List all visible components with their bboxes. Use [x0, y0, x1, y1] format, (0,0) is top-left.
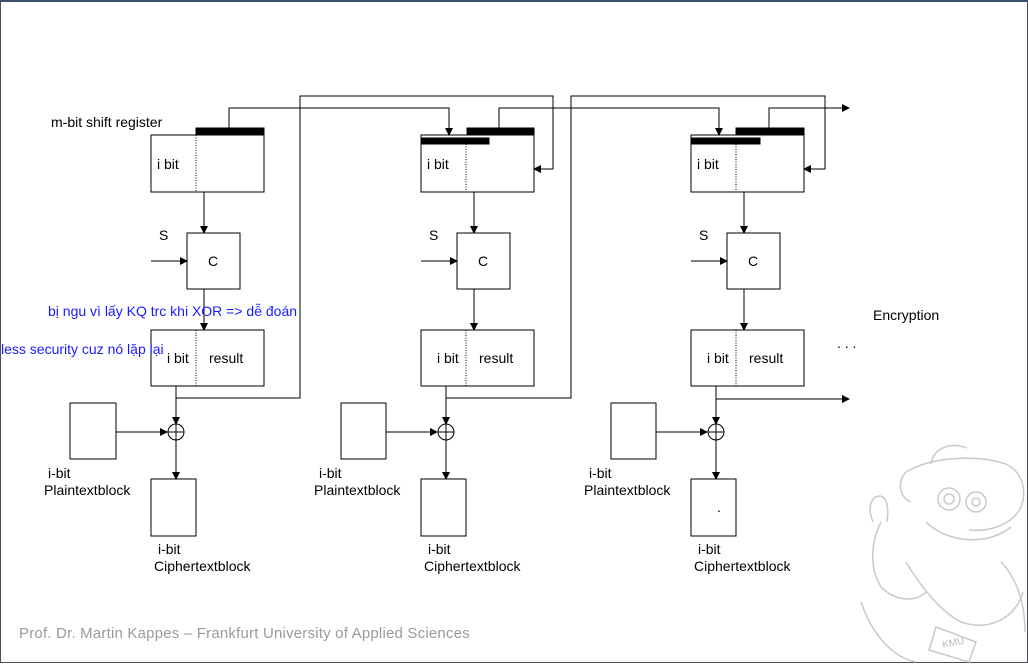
cipher-bottom: Ciphertextblock: [424, 558, 521, 574]
output-register-box: [690, 329, 805, 387]
output-i-bit: i bit: [437, 350, 459, 366]
stage-3: [610, 127, 805, 537]
shift-register-bar: [195, 127, 265, 136]
plaintext-box: [69, 402, 117, 460]
ciphertext-box: [150, 478, 197, 537]
output-i-bit: i bit: [167, 350, 189, 366]
result-label: result: [209, 350, 243, 366]
result-label: result: [749, 350, 783, 366]
mascot-sketch: [860, 444, 1026, 663]
plain-top: i-bit: [319, 465, 342, 481]
output-register-box: [420, 329, 535, 387]
cipher-function-box: [456, 232, 511, 290]
ciphertext-box: [690, 478, 737, 537]
ellipsis-label: . . .: [837, 335, 856, 351]
stage-2-labels: i bit S C i bit result i-bit Plaintextbl…: [314, 156, 521, 574]
stage-1: [69, 127, 265, 537]
s-label: S: [429, 227, 438, 243]
cipher-function-box: [726, 232, 781, 290]
encryption-label: Encryption: [873, 307, 939, 323]
s-label: S: [699, 227, 708, 243]
plain-top: i-bit: [589, 465, 612, 481]
plain-bottom: Plaintextblock: [584, 482, 671, 498]
result-label: result: [479, 350, 513, 366]
register-i-bit: i bit: [427, 156, 449, 172]
cipher-top: i-bit: [428, 541, 451, 557]
stage-2: [340, 127, 535, 537]
stage-3-labels: i bit S C i bit result i-bit Plaintextbl…: [584, 156, 791, 574]
cipher-bottom: Ciphertextblock: [154, 558, 251, 574]
mascot-label: KMU: [941, 636, 965, 651]
footer-text: Prof. Dr. Martin Kappes – Frankfurt Univ…: [19, 625, 470, 642]
feedback-lines: [176, 95, 850, 403]
s-label: S: [159, 227, 168, 243]
c-label: C: [748, 253, 758, 269]
stage-1-labels: m-bit shift register i bit S C i bit res…: [44, 114, 251, 574]
output-i-bit: i bit: [707, 350, 729, 366]
cipher-top: i-bit: [158, 541, 181, 557]
register-title: m-bit shift register: [51, 114, 163, 130]
annotation-2: less security cuz nó lặp lại: [1, 341, 164, 357]
shift-register-box: [150, 134, 265, 193]
c-label: C: [208, 253, 218, 269]
cipher-bottom: Ciphertextblock: [694, 558, 791, 574]
cipher-top: i-bit: [698, 541, 721, 557]
cipher-function-box: [186, 232, 241, 290]
plain-bottom: Plaintextblock: [314, 482, 401, 498]
register-i-bit: i bit: [157, 156, 179, 172]
annotation-1: bị ngu vì lấy KQ trc khi XOR => dễ đoán: [48, 303, 297, 319]
plaintext-box: [340, 402, 387, 460]
ciphertext-box: [420, 478, 467, 537]
plain-bottom: Plaintextblock: [44, 482, 131, 498]
output-register-box: [150, 329, 265, 387]
c-label: C: [478, 253, 488, 269]
register-i-bit: i bit: [697, 156, 719, 172]
plain-top: i-bit: [48, 465, 71, 481]
plaintext-box: [610, 402, 657, 460]
blue-dot: .: [717, 499, 721, 515]
